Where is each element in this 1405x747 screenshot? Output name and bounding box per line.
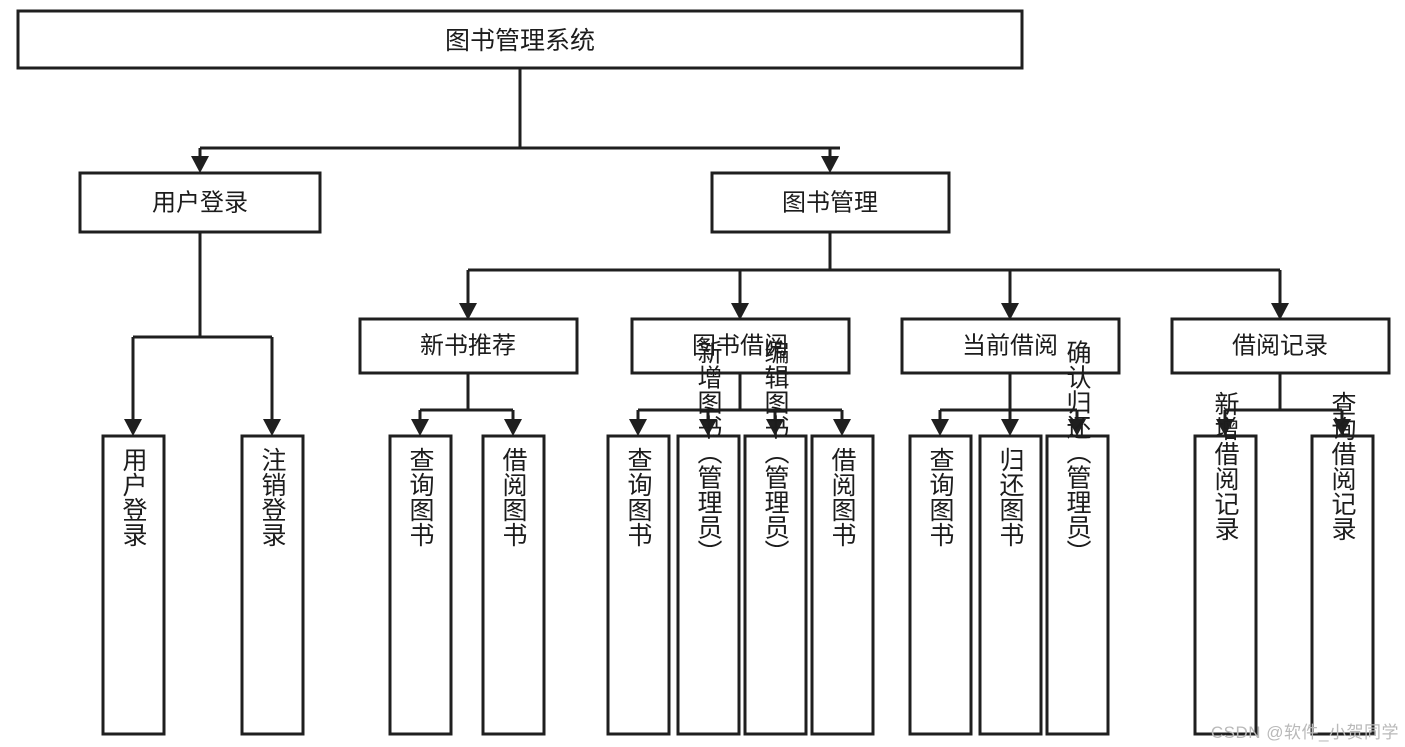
arrow-leaf-logout <box>263 419 281 436</box>
node-current-borrow-label: 当前借阅 <box>962 333 1058 360</box>
node-borrow-record-box[interactable] <box>1170 317 1391 375</box>
leaf-box[interactable] <box>606 434 671 736</box>
leaf-box[interactable] <box>1310 434 1375 736</box>
node-root-label: 图书管理系统 <box>445 27 595 55</box>
leaf-box[interactable] <box>908 434 973 736</box>
leaf-node[interactable]: 新增图书（管理员） <box>676 340 741 736</box>
node-root[interactable]: 图书管理系统 <box>16 9 1024 70</box>
node-user-login-box[interactable] <box>78 171 322 234</box>
arrow-book-mgmt <box>821 156 839 173</box>
arrow-current-borrow-leaf-2 <box>1001 419 1019 436</box>
leaf-label: 编辑图书（管理员） <box>761 340 790 565</box>
leaf-node[interactable]: 归还图书 <box>978 434 1043 736</box>
node-book-management-label: 图书管理 <box>782 190 878 217</box>
node-current-borrow[interactable]: 当前借阅 <box>900 317 1121 375</box>
node-book-management[interactable]: 图书管理 <box>710 171 951 234</box>
arrow-new-book-leaf-2 <box>504 419 522 436</box>
leaf-box[interactable] <box>1193 434 1258 736</box>
leaf-box[interactable] <box>101 434 166 736</box>
leaf-node[interactable]: 注销登录 <box>240 434 305 736</box>
leaf-box[interactable] <box>810 434 875 736</box>
node-borrow-record[interactable]: 借阅记录 <box>1170 317 1391 375</box>
leaf-node[interactable]: 新增借阅记录 <box>1193 391 1258 736</box>
leaf-node[interactable]: 查询图书 <box>606 434 671 736</box>
arrow-book-borrow-leaf-1 <box>629 419 647 436</box>
leaf-node[interactable]: 编辑图书（管理员） <box>743 340 808 736</box>
connectors <box>124 68 1351 436</box>
arrow-leaf-user-login <box>124 419 142 436</box>
node-user-login[interactable]: 用户登录 <box>78 171 322 234</box>
leaf-label: 归还图书 <box>996 447 1025 547</box>
node-book-management-box[interactable] <box>710 171 951 234</box>
leaf-box[interactable] <box>978 434 1043 736</box>
leaf-box[interactable] <box>676 434 741 736</box>
arrow-new-book-leaf-1 <box>411 419 429 436</box>
node-new-book-recommend-label: 新书推荐 <box>420 333 516 360</box>
leaf-box[interactable] <box>388 434 453 736</box>
arrow-new-book <box>459 303 477 320</box>
arrow-current-borrow-leaf-3 <box>1068 419 1086 436</box>
leaf-node[interactable]: 借阅图书 <box>810 434 875 736</box>
leaf-label: 确认归还（管理员） <box>1063 340 1092 565</box>
arrow-book-borrow-leaf-2 <box>699 419 717 436</box>
arrow-book-borrow-leaf-4 <box>833 419 851 436</box>
leaf-label: 查询图书 <box>926 447 955 547</box>
arrow-book-borrow <box>731 303 749 320</box>
leaf-label: 查询图书 <box>406 447 435 547</box>
arrow-user-login <box>191 156 209 173</box>
leaf-label: 新增借阅记录 <box>1211 391 1240 541</box>
arrow-borrow-record <box>1271 303 1289 320</box>
leaf-node[interactable]: 用户登录 <box>101 434 166 736</box>
leaf-box[interactable] <box>1045 434 1110 736</box>
leaf-label: 查询借阅记录 <box>1328 391 1357 541</box>
arrow-borrow-record-leaf-1 <box>1216 419 1234 436</box>
leaf-node[interactable]: 查询借阅记录 <box>1310 391 1375 736</box>
leaf-label: 借阅图书 <box>499 447 528 547</box>
leaf-node[interactable]: 借阅图书 <box>481 434 546 736</box>
node-book-borrow[interactable]: 图书借阅 <box>630 317 851 375</box>
leaf-label: 注销登录 <box>258 447 287 547</box>
node-borrow-record-label: 借阅记录 <box>1232 333 1328 360</box>
leaf-label: 新增图书（管理员） <box>694 340 723 565</box>
leaf-label: 借阅图书 <box>828 447 857 547</box>
node-user-login-label: 用户登录 <box>152 190 248 217</box>
leaf-box[interactable] <box>743 434 808 736</box>
leaf-node[interactable]: 查询图书 <box>388 434 453 736</box>
node-book-borrow-box[interactable] <box>630 317 851 375</box>
leaf-node[interactable]: 确认归还（管理员） <box>1045 340 1110 736</box>
arrow-borrow-record-leaf-2 <box>1333 419 1351 436</box>
arrow-current-borrow <box>1001 303 1019 320</box>
node-new-book-recommend[interactable]: 新书推荐 <box>358 317 579 375</box>
arrow-current-borrow-leaf-1 <box>931 419 949 436</box>
node-new-book-recommend-box[interactable] <box>358 317 579 375</box>
leaf-node[interactable]: 查询图书 <box>908 434 973 736</box>
node-book-borrow-label: 图书借阅 <box>692 333 788 360</box>
node-root-box[interactable] <box>16 9 1024 70</box>
leaf-box[interactable] <box>240 434 305 736</box>
arrow-book-borrow-leaf-3 <box>766 419 784 436</box>
leaf-label: 用户登录 <box>119 447 148 547</box>
node-current-borrow-box[interactable] <box>900 317 1121 375</box>
leaf-label: 查询图书 <box>624 447 653 547</box>
leaf-box[interactable] <box>481 434 546 736</box>
